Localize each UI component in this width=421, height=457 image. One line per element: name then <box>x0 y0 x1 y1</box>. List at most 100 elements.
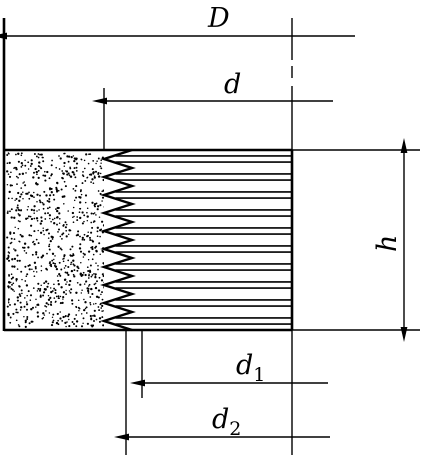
stipple-dot <box>60 248 63 251</box>
stipple-dot <box>40 284 42 287</box>
stipple-dot <box>38 289 42 292</box>
stipple-dot <box>59 157 62 160</box>
stipple-dot <box>16 268 19 270</box>
stipple-dot <box>27 246 30 249</box>
stipple-dot <box>26 273 29 276</box>
stipple-dot <box>20 165 23 168</box>
stipple-dot <box>66 321 68 323</box>
stipple-dot <box>73 167 76 170</box>
stipple-dot <box>37 229 39 232</box>
stipple-dot <box>55 166 57 169</box>
stipple-dot <box>61 176 64 179</box>
stipple-dot <box>58 273 61 276</box>
stipple-dot <box>83 167 86 170</box>
stipple-dot <box>75 320 79 323</box>
stipple-dot <box>21 246 24 249</box>
stipple-dot <box>71 211 75 215</box>
stipple-dot <box>37 153 40 155</box>
stipple-dot <box>96 160 98 162</box>
stipple-dot <box>40 265 43 267</box>
stipple-dot <box>93 220 96 223</box>
label-d2-sub: 2 <box>229 418 241 440</box>
stipple-dot <box>95 318 98 321</box>
stipple-dot <box>27 161 30 164</box>
stipple-dot <box>73 199 76 202</box>
stipple-dot <box>15 279 18 282</box>
stipple-dot <box>89 264 92 267</box>
stipple-dot <box>80 193 83 196</box>
stipple-dot <box>75 185 78 188</box>
stipple-dot <box>33 171 35 174</box>
stipple-dot <box>33 196 35 199</box>
stipple-dot <box>8 161 11 165</box>
stipple-dot <box>93 175 96 177</box>
stipple-dot <box>95 262 97 264</box>
stipple-dot <box>13 238 16 240</box>
stipple-dot <box>48 206 51 209</box>
stipple-dot <box>64 271 67 274</box>
stipple-dot <box>51 316 54 319</box>
stipple-dot <box>38 161 41 164</box>
stipple-dot <box>75 306 78 309</box>
stipple-dot <box>65 289 67 292</box>
stipple-dot <box>79 235 81 238</box>
stipple-dot <box>19 241 21 243</box>
stipple-dot <box>18 293 21 296</box>
stipple-dot <box>83 283 86 285</box>
stipple-dot <box>81 174 84 176</box>
stipple-dot <box>9 231 12 234</box>
stipple-dot <box>68 325 71 328</box>
stipple-dot <box>62 258 64 260</box>
stipple-dot <box>75 314 78 316</box>
stipple-dot <box>90 181 92 183</box>
stipple-dot <box>65 223 68 226</box>
stipple-dot <box>81 182 84 185</box>
stipple-dot <box>80 292 83 294</box>
stipple-dot <box>75 162 79 165</box>
stipple-dot <box>84 201 87 204</box>
stipple-dot <box>67 233 70 236</box>
stipple-dot <box>7 259 11 262</box>
stipple-dot <box>42 227 44 229</box>
stipple-dot <box>95 245 98 248</box>
stipple-dot <box>21 172 25 175</box>
stipple-dot <box>79 250 83 253</box>
stipple-dot <box>81 211 84 214</box>
stipple-dot <box>18 173 21 176</box>
stipple-dot <box>39 288 42 290</box>
stipple-dot <box>20 270 23 273</box>
stipple-dot <box>78 247 82 250</box>
stipple-dot <box>54 265 58 268</box>
stipple-dot <box>102 324 105 327</box>
stipple-dot <box>83 253 86 256</box>
stipple-dot <box>30 320 33 323</box>
stipple-dot <box>17 208 20 210</box>
stipple-dot <box>91 325 94 328</box>
stipple-dot <box>89 153 92 155</box>
stipple-dot <box>70 288 73 291</box>
stipple-dot <box>71 245 74 248</box>
stipple-dot <box>14 199 16 202</box>
stipple-dot <box>52 262 55 265</box>
stipple-dot <box>37 169 40 172</box>
stipple-dot <box>51 290 54 292</box>
stipple-dot <box>47 232 51 235</box>
stipple-dot <box>40 256 43 259</box>
stipple-dot <box>36 219 39 222</box>
stipple-dot <box>38 209 40 211</box>
stipple-dot <box>67 273 70 277</box>
stipple-dot <box>91 247 94 251</box>
stipple-dot <box>53 217 56 220</box>
stipple-dot <box>51 238 54 240</box>
label-d: d <box>224 69 241 100</box>
stipple-dot <box>67 315 70 318</box>
stipple-dot <box>98 317 102 320</box>
stipple-dot <box>92 212 95 215</box>
stipple-dot <box>57 189 60 192</box>
stipple-dot <box>34 167 37 171</box>
stipple-dot <box>10 273 13 275</box>
stipple-dot <box>7 210 9 213</box>
stipple-dot <box>65 293 67 295</box>
stipple-dot <box>92 303 95 305</box>
stipple-dot <box>66 271 69 274</box>
